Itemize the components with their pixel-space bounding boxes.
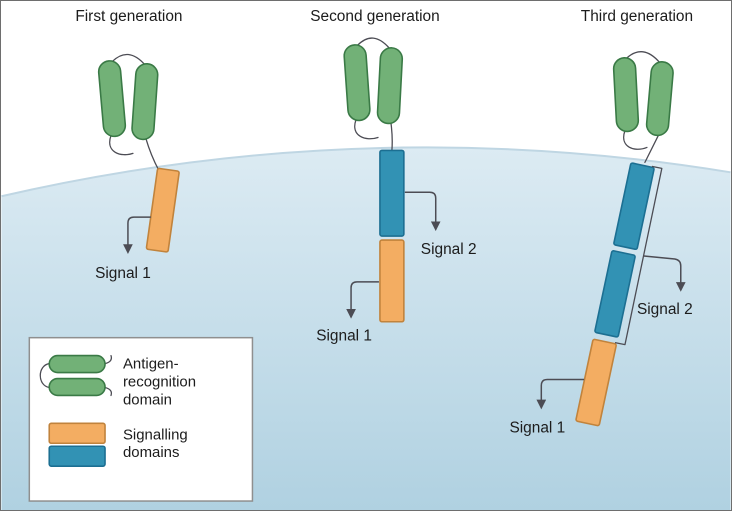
antigen-recognition-domain xyxy=(97,53,160,171)
legend-antigen-label-line2: recognition xyxy=(123,373,196,390)
linker-loop-bottom xyxy=(623,129,648,150)
scfv-capsule-left xyxy=(97,60,127,138)
linker-loop-top xyxy=(111,53,146,66)
signal1-label: Signal 1 xyxy=(316,328,372,345)
linker-loop-bottom xyxy=(354,118,379,140)
signal2-arrow xyxy=(404,191,441,232)
scfv-capsule-left xyxy=(612,57,640,133)
scfv-capsule-right xyxy=(131,63,159,141)
legend-antigen-icon xyxy=(39,354,113,397)
linker-loop-top xyxy=(356,37,391,50)
orange-signalling-domain xyxy=(379,239,405,323)
legend: Antigen- recognition domain Signalling d… xyxy=(28,336,254,502)
antigen-recognition-domain xyxy=(343,37,404,152)
legend-antigen-label-line3: domain xyxy=(123,391,172,408)
stem-line xyxy=(390,121,393,152)
orange-signalling-domain xyxy=(145,167,180,253)
signal2-arrow xyxy=(643,255,686,292)
legend-capsule-top xyxy=(48,354,106,374)
generation-title: Third generation xyxy=(581,8,693,25)
signal1-arrow xyxy=(346,281,379,319)
legend-linker-loop-left xyxy=(39,362,50,389)
orange-signalling-domain xyxy=(575,338,617,427)
legend-antigen-label-line1: Antigen- xyxy=(123,356,179,373)
cell-membrane-edge xyxy=(1,146,731,198)
blue-signalling-domain-2 xyxy=(594,250,636,338)
signal2-label: Signal 2 xyxy=(637,301,693,318)
legend-signalling-blue-swatch xyxy=(48,445,106,467)
generation-title: First generation xyxy=(75,8,182,25)
signal1-arrow xyxy=(536,378,585,410)
generation-first: First generation Signal 1 xyxy=(75,8,182,282)
signal1-label: Signal 1 xyxy=(95,265,151,282)
scfv-capsule-right xyxy=(376,47,404,125)
signal1-arrow xyxy=(123,216,151,254)
generation-third: Third generation Signal 2 Signal 1 xyxy=(509,8,693,436)
linker-loop-bottom xyxy=(109,134,134,156)
blue-signalling-domain-1 xyxy=(613,162,655,251)
antigen-recognition-domain xyxy=(612,51,674,164)
generation-title: Second generation xyxy=(310,8,439,25)
legend-signalling-orange-swatch xyxy=(48,422,106,445)
blue-signalling-domain xyxy=(379,149,405,237)
scfv-capsule-right xyxy=(645,61,674,137)
signal2-bracket xyxy=(614,165,663,346)
generation-second: Second generation Signal 2 Signal 1 xyxy=(310,8,476,345)
linker-loop-top xyxy=(625,51,661,64)
stem-line xyxy=(644,133,660,164)
legend-linker-stub-top xyxy=(104,354,113,365)
signal1-label: Signal 1 xyxy=(509,419,565,436)
legend-signalling-label-line2: domains xyxy=(123,444,179,461)
scfv-capsule-left xyxy=(343,44,371,122)
legend-linker-stub-bottom xyxy=(104,386,113,397)
legend-capsule-bottom xyxy=(48,377,106,397)
stem-line xyxy=(145,137,160,171)
legend-signalling-label-line1: Signalling xyxy=(123,426,188,443)
signal2-label: Signal 2 xyxy=(421,241,477,258)
